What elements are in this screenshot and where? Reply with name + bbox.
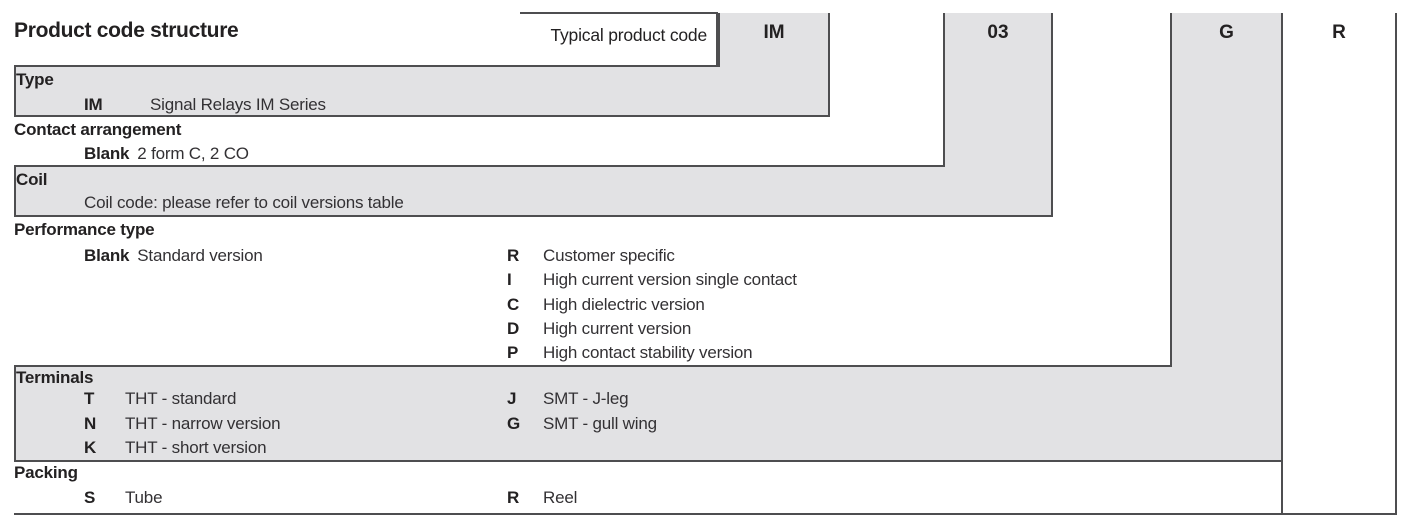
item-code: P [507,343,519,362]
item-desc: Customer specific [543,246,675,265]
list-item: T THT - standard [84,389,236,408]
terminals-band-bottom-line [14,460,1283,462]
list-item: Blank 2 form C, 2 CO [84,144,249,163]
code-box-coil: 03 [987,22,1009,43]
list-item: G SMT - gull wing [507,414,657,433]
item-desc: High current version single contact [543,270,797,289]
item-code: N [84,414,97,433]
coil-band-top-line [14,165,945,167]
terminals-column-left-line [1170,13,1172,367]
section-heading-contact-arrangement: Contact arrangement [14,120,182,139]
list-item: Coil code: please refer to coil versions… [84,193,404,212]
terminals-band-fill [14,367,1283,460]
list-item: R Reel [507,488,577,507]
list-item: Blank Standard version [84,246,263,265]
section-heading-terminals: Terminals [16,368,94,387]
packing-bottom-line [14,513,1397,515]
item-code: R [507,246,520,265]
item-desc: 2 form C, 2 CO [137,144,249,163]
code-box-terminals: G [1219,22,1234,43]
terminals-band-left-line [14,365,16,462]
coil-column-left-line [943,13,945,167]
typical-product-code-label: Typical product code [550,25,707,45]
type-band-left-line [14,65,16,117]
item-desc: High current version [543,319,692,338]
item-code: T [84,389,95,408]
list-item: IM Signal Relays IM Series [84,95,326,114]
section-heading-packing: Packing [14,463,78,482]
item-code: C [507,295,520,314]
page-title: Product code structure [14,19,239,42]
section-heading-type: Type [16,70,54,89]
item-desc: Reel [543,488,578,507]
list-item: J SMT - J-leg [507,389,629,408]
list-item: C High dielectric version [507,295,705,314]
coil-band-left-line [14,165,16,217]
code-box-type: IM [763,22,785,43]
im-column-right-line [828,13,830,117]
coil-column-right-line [1051,13,1053,217]
code-box-packing: R [1332,22,1346,43]
item-code: S [84,488,96,507]
item-code: G [507,414,521,433]
section-heading-coil: Coil [16,170,48,189]
coil-band-fill [14,167,1053,215]
item-desc: Coil code: please refer to coil versions… [84,193,404,212]
type-band-top-line [14,65,720,67]
list-item: S Tube [84,488,163,507]
item-code: K [84,438,97,457]
item-desc: Signal Relays IM Series [150,95,326,114]
typical-label-box-right-line [716,12,718,67]
item-code: D [507,319,520,338]
im-column-left-line [718,13,720,67]
list-item: D High current version [507,319,691,338]
item-desc: THT - standard [125,389,237,408]
item-code: Blank [84,246,130,265]
list-item: N THT - narrow version [84,414,281,433]
terminals-band-top-line [14,365,1172,367]
item-code: Blank [84,144,130,163]
item-desc: SMT - gull wing [543,414,657,433]
typical-label-box-top-line [520,12,718,14]
list-item: R Customer specific [507,246,675,265]
item-code: I [507,270,512,289]
list-item: K THT - short version [84,438,267,457]
item-desc: Tube [125,488,163,507]
item-code: R [507,488,520,507]
item-desc: SMT - J-leg [543,389,629,408]
item-desc: Standard version [137,246,263,265]
item-desc: THT - narrow version [125,414,281,433]
item-desc: THT - short version [125,438,267,457]
list-item: P High contact stability version [507,343,753,362]
item-desc: High contact stability version [543,343,753,362]
coil-band-bottom-line [14,215,1053,217]
item-code: IM [84,95,103,114]
item-desc: High dielectric version [543,295,705,314]
packing-column-right-line [1395,13,1397,515]
list-item: I High current version single contact [507,270,797,289]
type-band-bottom-line [14,115,830,117]
packing-column-left-line [1281,13,1283,515]
section-heading-performance-type: Performance type [14,220,155,239]
item-code: J [507,389,517,408]
type-band-fill [14,67,830,115]
